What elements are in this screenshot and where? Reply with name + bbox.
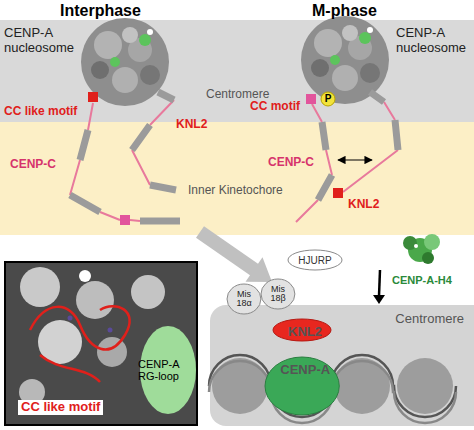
protein-name: KNL2 [176, 118, 207, 132]
protein-name: CENP-C [10, 158, 56, 172]
knl2-domain [370, 92, 398, 150]
inner-kinetochore-band [0, 122, 474, 235]
cenp-c-motif [120, 215, 130, 225]
surface-blob [97, 337, 127, 367]
cenp-a-nucleosome [81, 18, 169, 106]
protein-name: CENP-C [268, 156, 314, 170]
protein-name: KNL2 [348, 198, 379, 212]
protein-name: Mis 18β [267, 285, 289, 303]
region-name: Inner Kinetochore [188, 184, 283, 198]
cenp-a-h4-molecule [422, 252, 434, 264]
centromere-band [0, 20, 474, 122]
cenp-c-domain [318, 122, 332, 200]
dna-strand [209, 361, 456, 423]
knl2-linker [343, 102, 398, 192]
knl2-motif-square [333, 188, 343, 198]
cenp-a-nucleosome [301, 16, 389, 104]
knl2-domain [132, 92, 176, 190]
protein-name: HJURP [298, 255, 331, 266]
cc-like-motif-square [88, 92, 98, 102]
protein-name: CENP-A [280, 362, 330, 377]
deposition-arrow-head [373, 295, 385, 304]
cenp-c-domain [70, 130, 180, 221]
cenp-a-nucleosome: CENP-A [264, 356, 340, 416]
node-shape [273, 319, 331, 341]
motif-name: CC like motif [18, 400, 103, 415]
node-shape [288, 250, 342, 270]
motif-name: CC like motif [4, 105, 77, 119]
panel-title: M-phase [312, 2, 377, 20]
node-shape [261, 279, 295, 309]
surface-blob [131, 275, 165, 309]
molecule-highlight [414, 244, 418, 248]
structure-name: CENP-A nucleosome [4, 26, 78, 56]
deposition-arrow [379, 270, 380, 296]
side-chain [108, 328, 113, 333]
surface-highlight [79, 270, 91, 282]
node-shape [227, 284, 261, 314]
cenp-a-h4-molecule [403, 236, 417, 250]
panel-title: Interphase [60, 2, 141, 20]
surface-blob [20, 267, 60, 307]
mis18-protein: Mis 18α [226, 283, 262, 315]
protein-name: Mis 18α [233, 290, 255, 308]
cc-motif-square [306, 94, 316, 104]
surface-blob [76, 281, 114, 319]
phospho-mark [321, 92, 335, 106]
transition-arrow [196, 226, 272, 282]
molecule-name: CENP-A-H4 [392, 274, 452, 287]
mis18-protein: Mis 18β [260, 278, 296, 310]
structure-inset [5, 262, 197, 425]
knl2-protein: KNL2 [272, 318, 332, 342]
hjurp-protein: HJURP [287, 249, 343, 271]
side-chain [68, 316, 73, 321]
dissociation-arrow [338, 159, 372, 160]
node-shape [265, 357, 339, 415]
cc-motif-ribbon [30, 306, 130, 349]
structure-name: CENP-A nucleosome [396, 26, 470, 56]
structure-name: CENP-A RG-loop [138, 358, 192, 382]
h3-nucleosome [397, 358, 453, 414]
dna-strand [209, 355, 456, 417]
region-name: Centromere [395, 311, 464, 326]
motif-name: CC motif [250, 100, 300, 114]
phospho-symbol: P [321, 92, 335, 106]
cenp-a-h4-molecule [424, 234, 440, 250]
protein-name: KNL2 [288, 324, 322, 339]
cc-motif-ribbon [40, 355, 100, 382]
